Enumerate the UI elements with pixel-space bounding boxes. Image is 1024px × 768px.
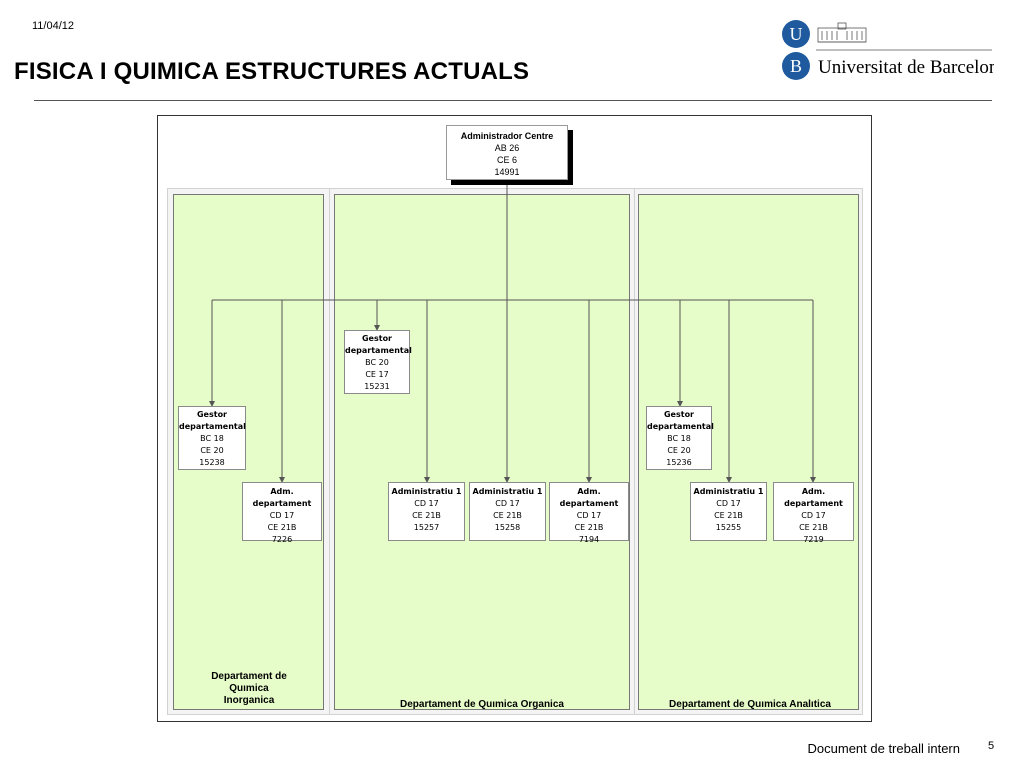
department-panel-inorganica — [173, 194, 324, 710]
node-title: Adm. departament — [559, 487, 619, 508]
logo-seal-bottom-icon — [782, 52, 810, 80]
org-node-adm-departament: Adm. departament CD 17 CE 21B 7226 — [242, 482, 322, 544]
node-line: CD 17 — [495, 499, 520, 508]
slide-date: 11/04/12 — [32, 20, 75, 32]
slide-title: FISICA I QUIMICA ESTRUCTURES ACTUALS — [14, 58, 530, 85]
node-title: Gestor — [361, 334, 393, 343]
node-line: CE 17 — [365, 370, 389, 379]
node-title: Administrador Centre — [460, 131, 554, 141]
logo-seal-top-icon — [782, 20, 810, 48]
university-logo: U B Universitat de Barcelona — [782, 20, 994, 80]
node-line: CE 21B — [493, 511, 522, 520]
node-line: BC 18 — [200, 434, 224, 443]
node-line: CE 21B — [714, 511, 743, 520]
node-line: CE 20 — [667, 446, 691, 455]
node-line: 15258 — [494, 523, 521, 532]
department-label-inorganica: Departament de Quımica Inorganica — [193, 671, 305, 707]
org-node-administratiu-1: Administratiu 1 CD 17 CE 21B 15257 — [388, 482, 465, 541]
department-label-organica: Departament de Quımica Organica — [370, 699, 594, 711]
logo-letter-b: B — [790, 56, 802, 76]
org-node-gestor-departamental: Gestor departamental BC 18 CE 20 15236 — [646, 406, 714, 470]
org-node-adm-departament: Adm. departament CD 17 CE 21B 7219 — [773, 482, 854, 544]
department-label-line: Departament de Quımica Analıtica — [669, 699, 831, 710]
title-divider — [34, 100, 992, 101]
node-line: 15231 — [364, 382, 390, 391]
node-line: 15255 — [715, 523, 742, 532]
node-line: 7194 — [578, 535, 600, 544]
department-label-line: Quımica — [229, 683, 269, 694]
node-line: CD 17 — [801, 511, 826, 520]
university-name: Universitat de Barcelona — [818, 57, 994, 78]
org-node-gestor-departamental: Gestor departamental BC 20 CE 17 15231 — [344, 330, 412, 394]
node-line: CD 17 — [414, 499, 439, 508]
node-line: CD 17 — [269, 511, 295, 520]
org-node-administratiu-1: Administratiu 1 CD 17 CE 21B 15255 — [690, 482, 767, 541]
node-title: departamental — [647, 422, 714, 431]
node-title: Administratiu 1 — [693, 487, 764, 496]
node-title: Administratiu 1 — [472, 487, 543, 496]
node-title: Administratiu 1 — [391, 487, 462, 496]
node-title: Adm. departament — [784, 487, 843, 508]
page-number: 5 — [988, 740, 995, 752]
department-label-line: Inorganica — [223, 695, 275, 706]
node-title: Gestor — [196, 410, 228, 419]
department-panel-organica — [334, 194, 630, 710]
node-line: BC 18 — [667, 434, 691, 443]
node-line: CD 17 — [716, 499, 741, 508]
node-line: 15236 — [666, 458, 692, 467]
department-label-line: Departament de Quımica Organica — [400, 699, 564, 710]
org-node-administrador-centre: Administrador Centre AB 26 CE 6 14991 — [446, 125, 568, 180]
node-title: departamental — [345, 346, 412, 355]
org-node-gestor-departamental: Gestor departamental BC 18 CE 20 15238 — [178, 406, 246, 470]
node-line: BC 20 — [365, 358, 389, 367]
node-line: CE 21B — [412, 511, 441, 520]
node-line: 14991 — [494, 167, 520, 177]
node-line: CE 20 — [200, 446, 224, 455]
department-label-analitica: Departament de Quımica Analıtica — [650, 699, 850, 711]
org-node-administratiu-1: Administratiu 1 CD 17 CE 21B 15258 — [469, 482, 546, 541]
node-title: Gestor — [663, 410, 695, 419]
logo-letter-u: U — [790, 24, 803, 44]
org-node-adm-departament: Adm. departament CD 17 CE 21B 7194 — [549, 482, 629, 544]
node-title: departamental — [179, 422, 246, 431]
node-line: 7219 — [803, 535, 824, 544]
node-line: CE 21B — [799, 523, 828, 532]
node-line: CE 21B — [267, 523, 297, 532]
node-line: CD 17 — [576, 511, 602, 520]
building-icon — [817, 22, 867, 43]
node-line: 15238 — [199, 458, 225, 467]
node-line: 15257 — [413, 523, 440, 532]
node-title: Adm. departament — [252, 487, 312, 508]
node-line: 7226 — [271, 535, 293, 544]
node-line: CE 21B — [574, 523, 604, 532]
department-label-line: Departament de — [211, 671, 287, 682]
node-line: CE 6 — [496, 155, 517, 165]
footer-text: Document de treball intern — [807, 741, 960, 756]
node-line: AB 26 — [494, 143, 520, 153]
